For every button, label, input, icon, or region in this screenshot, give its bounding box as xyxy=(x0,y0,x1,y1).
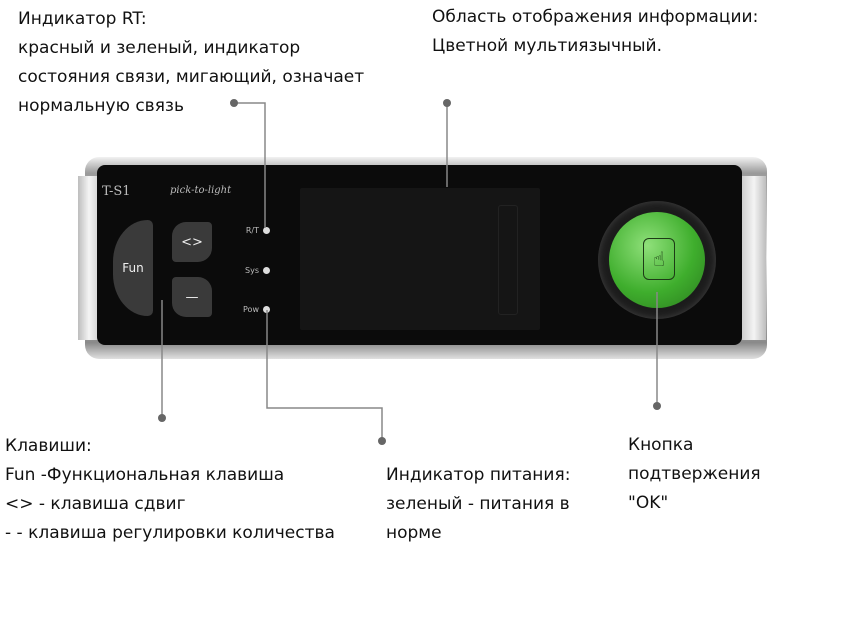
annotation-line: Цветной мультиязычный. xyxy=(432,36,662,56)
leader-rt xyxy=(234,102,266,228)
led-label-sys: Sys xyxy=(245,266,259,275)
led-rt xyxy=(263,227,270,234)
annotation-line: состояния связи, мигающий, означает xyxy=(18,67,365,87)
hand-pointer-icon: ☝ xyxy=(643,238,675,280)
annotation-line: Индикатор питания: xyxy=(386,465,571,485)
annotation-line: подтвержения xyxy=(628,464,761,484)
keys-annotation: Клавиши: Fun -Функциональная клавиша <> … xyxy=(5,432,335,548)
rt-indicator-annotation: Индикатор RT: красный и зеленый, индикат… xyxy=(18,5,364,121)
annotation-line: Клавиши: xyxy=(5,436,92,456)
tagline-label: pick-to-light xyxy=(170,185,232,196)
minus-key[interactable]: — xyxy=(172,277,212,317)
annotation-line: норме xyxy=(386,523,442,543)
led-label-rt: R/T xyxy=(245,226,259,235)
leader-dot-ok xyxy=(653,402,661,410)
leader-dot-display xyxy=(443,99,451,107)
display-screen xyxy=(300,188,540,330)
annotation-line: Кнопка xyxy=(628,435,694,455)
display-annotation: Область отображения информации: Цветной … xyxy=(432,3,758,61)
annotation-line: зеленый - питания в xyxy=(386,494,570,514)
shift-key[interactable]: <> xyxy=(172,222,212,262)
device-left-cap xyxy=(78,176,100,340)
ok-annotation: Кнопка подтвержения "OK" xyxy=(628,431,761,518)
leader-dot-power xyxy=(378,437,386,445)
led-label-pow: Pow xyxy=(243,305,259,314)
annotation-line: красный и зеленый, индикатор xyxy=(18,38,301,58)
device-right-cap xyxy=(742,176,766,340)
annotation-line: Область отображения информации: xyxy=(432,7,759,27)
model-label: T-S1 xyxy=(102,184,131,199)
led-sys xyxy=(263,267,270,274)
annotation-line: - - клавиша регулировки количества xyxy=(5,523,335,543)
fun-key[interactable]: Fun xyxy=(113,220,153,316)
display-frame xyxy=(498,205,518,315)
leader-dot-keys xyxy=(158,414,166,422)
annotation-line: <> - клавиша сдвиг xyxy=(5,494,186,514)
leader-power xyxy=(266,310,383,441)
annotation-line: "OK" xyxy=(628,493,669,513)
annotation-line: нормальную связь xyxy=(18,96,184,116)
annotation-line: Индикатор RT: xyxy=(18,9,147,29)
annotation-line: Fun -Функциональная клавиша xyxy=(5,465,285,485)
led-pow xyxy=(263,306,270,313)
power-annotation: Индикатор питания: зеленый - питания в н… xyxy=(386,461,570,548)
leader-dot-rt xyxy=(230,99,238,107)
